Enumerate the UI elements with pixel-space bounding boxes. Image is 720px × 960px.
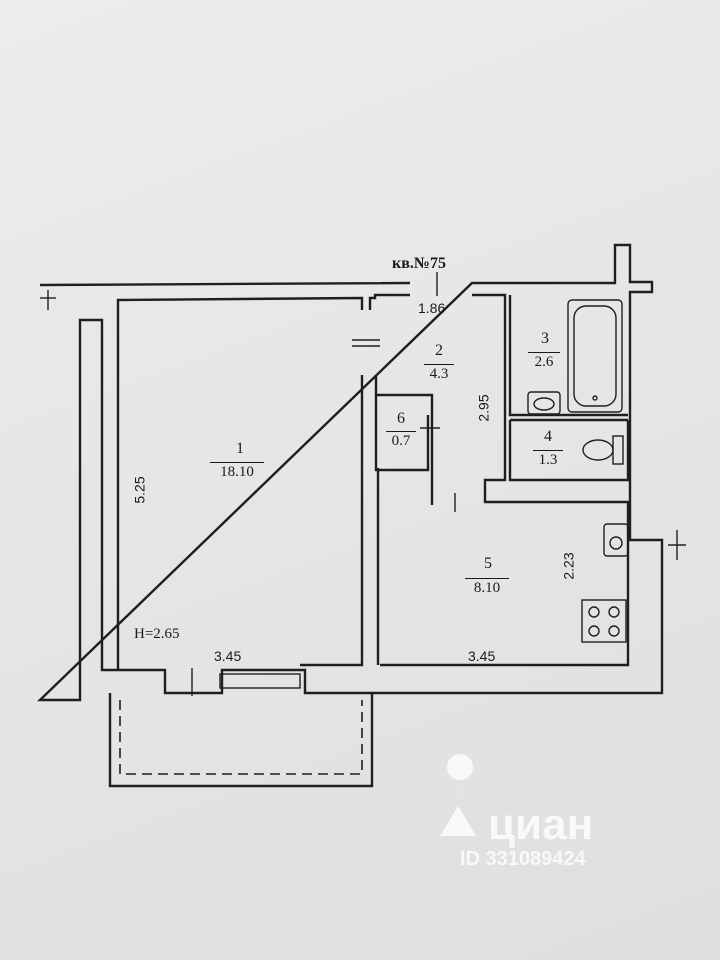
room-2-number: 2 — [435, 342, 443, 359]
room-5-area: 8.10 — [465, 578, 509, 597]
washbasin — [527, 391, 561, 415]
room-3-number: 3 — [541, 330, 549, 347]
corridor-walls — [374, 293, 630, 667]
room-6-area: 0.7 — [386, 431, 416, 450]
room6-walls — [374, 395, 430, 472]
room-4-number: 4 — [544, 428, 552, 445]
room-4-area: 1.3 — [533, 450, 563, 469]
room-6-number: 6 — [397, 410, 405, 427]
location-pin-icon — [440, 754, 476, 836]
bath-walls — [508, 295, 630, 482]
stove — [581, 599, 627, 643]
bathtub — [567, 299, 623, 413]
dimension-room5-height: 2.23 — [560, 552, 577, 580]
outer-walls — [37, 243, 664, 702]
room-5-number: 5 — [484, 555, 492, 572]
room-2-area: 4.3 — [424, 364, 454, 383]
room-1-area: 18.10 — [210, 462, 264, 481]
dimension-room5-width: 3.45 — [468, 648, 496, 664]
balcony — [108, 693, 374, 788]
dimension-room2-width: 1.86 — [418, 300, 446, 316]
balcony-door — [219, 673, 301, 689]
ceiling-height-label: H=2.65 — [134, 626, 180, 642]
room-3-area: 2.6 — [528, 352, 560, 371]
dimension-room1-height: 5.25 — [131, 476, 148, 504]
toilet-bowl — [582, 439, 614, 461]
balcony-inner — [119, 700, 363, 775]
dimension-room1-width: 3.45 — [214, 648, 242, 664]
kitchen-sink — [603, 523, 629, 557]
room-1-number: 1 — [236, 440, 244, 457]
watermark-id: ID 331089424 — [460, 848, 586, 870]
dimension-room2-height: 2.95 — [475, 394, 492, 422]
toilet-tank — [612, 435, 624, 465]
room1-walls — [116, 293, 410, 670]
watermark-brand: циан — [488, 800, 594, 849]
apartment-label: кв.№75 — [392, 255, 446, 272]
